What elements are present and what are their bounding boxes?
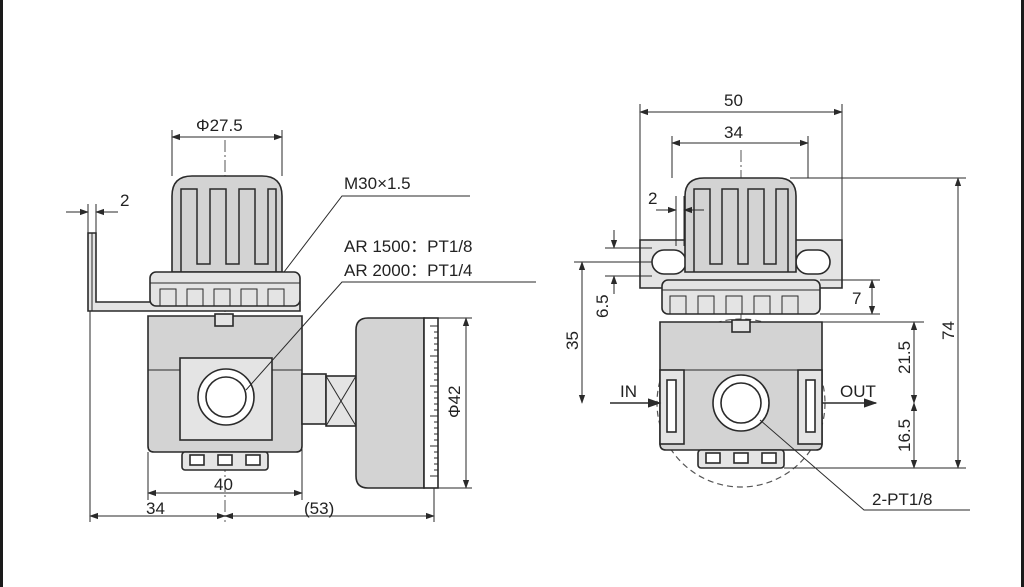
- bottom-span-dimension: [89, 311, 435, 522]
- upper-port-height-label: 21.5: [895, 341, 914, 374]
- front-lock-nut: [149, 271, 301, 307]
- nut-height-dimension: [820, 279, 880, 315]
- knob-diameter-dimension: [171, 130, 283, 176]
- side-adjusting-knob: [684, 177, 797, 273]
- body-height-dimension: [574, 261, 652, 404]
- port-ar1500-label: AR 1500：PT1/8: [344, 237, 473, 256]
- bracket-gap-label: 2: [648, 189, 657, 208]
- knob-width-dimension: [671, 136, 809, 178]
- thread-leader: [283, 195, 470, 273]
- front-regulator-body: [147, 313, 303, 453]
- overall-width-label: 50: [724, 91, 743, 110]
- front-bottom-plug: [181, 451, 269, 471]
- left-span-label: 34: [146, 499, 165, 518]
- bracket-offset-label: 2: [120, 191, 129, 210]
- front-view: Φ27.5 M30×1.5 AR 1500：PT1/8 AR 2000：PT1/…: [66, 116, 536, 522]
- bracket-offset-dimension: [66, 204, 118, 233]
- body-width-label: 40: [214, 475, 233, 494]
- port-size-leader: [759, 419, 970, 511]
- right-span-label: (53): [304, 499, 334, 518]
- overall-width-dimension: [639, 104, 843, 240]
- bracket-thickness-dimension: [605, 230, 652, 294]
- inlet-label: IN: [620, 382, 637, 401]
- overall-height-dimension: [790, 177, 966, 469]
- gauge-diameter-dimension: [438, 317, 472, 489]
- side-lock-nut: [661, 279, 821, 315]
- bracket-gap-dimension: [656, 196, 704, 246]
- side-regulator-body: [659, 319, 823, 451]
- gauge-diameter-label: Φ42: [445, 386, 464, 418]
- body-width-dimension: [147, 424, 303, 500]
- bracket-thickness-label: 6.5: [593, 294, 612, 318]
- port-height-dimension: [784, 321, 924, 469]
- outlet-label: OUT: [840, 382, 876, 401]
- port-size-label: 2-PT1/8: [872, 490, 932, 509]
- side-view: 50 34 2 6.5 35 7 21.5 16.5 74 IN OUT 2-P…: [563, 91, 970, 511]
- nut-height-label: 7: [852, 289, 861, 308]
- side-bottom-plug: [697, 449, 785, 469]
- knob-diameter-label: Φ27.5: [196, 116, 243, 135]
- front-adjusting-knob: [171, 175, 283, 273]
- port-leader: [245, 281, 536, 391]
- knob-width-label: 34: [724, 123, 743, 142]
- front-gauge-connector: [301, 373, 357, 427]
- body-height-label: 35: [563, 331, 582, 350]
- overall-height-label: 74: [939, 321, 958, 340]
- port-ar2000-label: AR 2000：PT1/4: [344, 261, 473, 280]
- front-pressure-gauge: [355, 317, 439, 489]
- thread-label: M30×1.5: [344, 174, 411, 193]
- lower-port-height-label: 16.5: [895, 419, 914, 452]
